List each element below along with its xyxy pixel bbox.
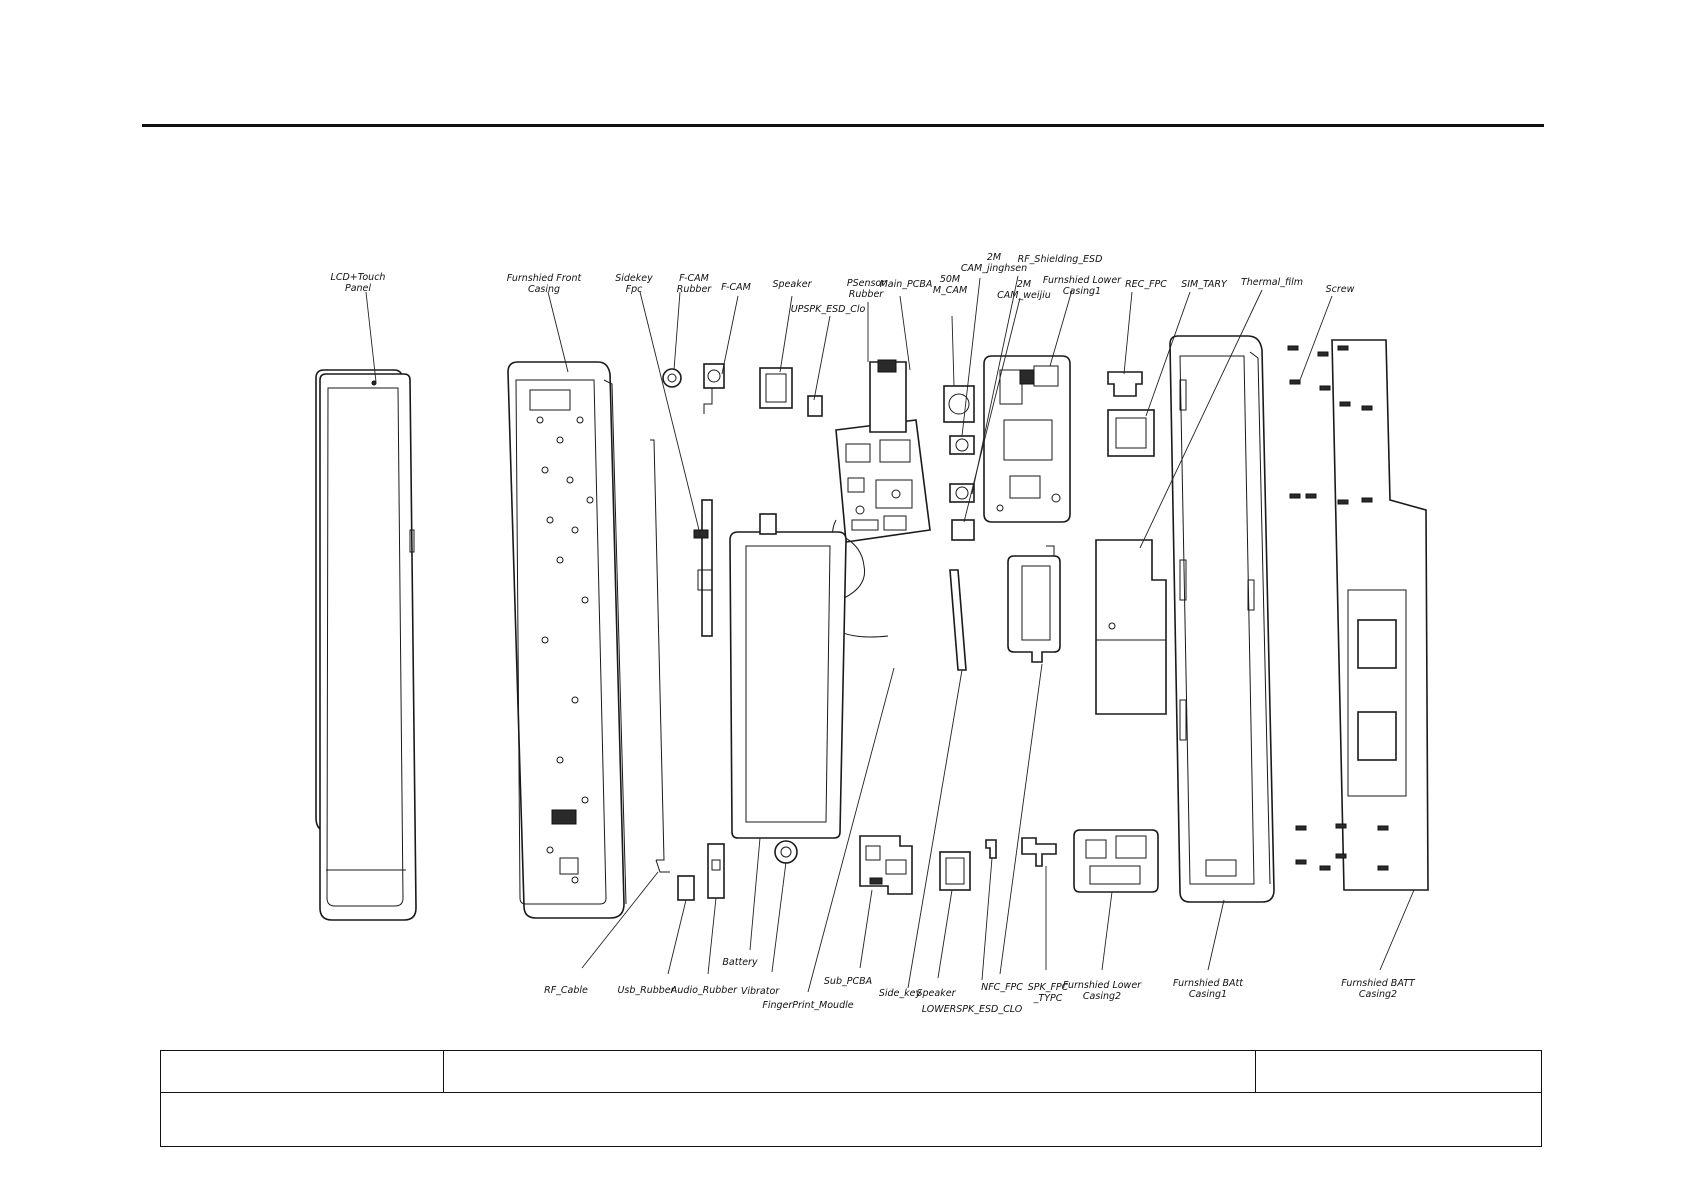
label-fingerprint: FingerPrint_Moudle [762,1000,853,1011]
label-main-pcba: Main_PCBA [880,279,933,290]
lower-casing-1 [983,355,1071,523]
f-cam-module [703,363,725,414]
label-speaker-bottom: Speaker [917,988,957,999]
label-nfc-fpc: NFC_FPC [981,982,1023,993]
label-rec-fpc: REC_FPC [1125,279,1167,290]
label-screw: Screw [1326,284,1355,295]
sidekey-fpc [693,499,713,637]
label-vibrator: Vibrator [741,986,780,997]
label-usb-rubber: Usb_Rubber [617,985,675,996]
sim-tray [1107,409,1155,457]
lowerspk-esd-cloth [985,839,997,859]
bottom-speaker [939,851,971,891]
label-rf-shielding: RF_Shielding_ESD [1018,254,1103,265]
label-side-key: Side_key [879,988,922,999]
front-casing [507,361,627,919]
main-camera-50m [943,385,975,423]
spk-fpc [1021,837,1057,867]
label-lowerspk-esd: LOWERSPK_ESD_CLO [922,1004,1023,1015]
top-speaker [759,367,793,409]
upspk-esd-cloth [807,395,823,417]
camera-2m-jinghsen [949,435,975,455]
vibrator [774,840,798,864]
rec-fpc [1107,371,1143,397]
usb-rubber [677,875,695,901]
rf-cable [650,439,670,873]
screws [1287,345,1389,871]
camera-2m-weijiu [949,483,975,503]
label-sim-tary: SIM_TARY [1181,279,1228,290]
label-upspk-esd: UPSPK_ESD_Clo [791,304,866,315]
battery [729,513,847,839]
label-audio-rubber: Audio_Rubber [670,985,738,996]
f-cam-rubber [662,368,682,388]
title-block-row [161,1051,1541,1093]
leader-lines [365,275,1415,993]
battery-casing-2 [1331,339,1429,891]
label-spk-fpc: SPK_FPC_TYPC [1028,982,1069,1004]
thermal-film [1095,539,1167,715]
title-block-notes-row [161,1092,1541,1146]
label-f-cam: F-CAM [721,282,751,293]
label-battery: Battery [722,957,758,968]
label-speaker-top: Speaker [773,279,813,290]
side-key [949,569,967,671]
title-block-cell [444,1051,1256,1092]
page-header-rule [142,124,1544,127]
label-sub-pcba: Sub_PCBA [824,976,872,987]
title-block-cell [161,1051,444,1092]
label-thermal-film: Thermal_film [1241,277,1303,288]
lcd-touch-panel [315,369,417,921]
sub-pcba [859,835,913,895]
title-block-table [160,1050,1542,1147]
nfc-fpc [1007,545,1061,663]
label-rf-cable: RF_Cable [544,985,588,996]
lower-casing-2 [1073,829,1159,893]
audio-rubber [707,843,725,899]
main-pcba [827,359,931,638]
title-block-cell [1256,1051,1541,1092]
battery-casing-1 [1169,335,1275,903]
rf-shielding-esd [951,519,975,541]
